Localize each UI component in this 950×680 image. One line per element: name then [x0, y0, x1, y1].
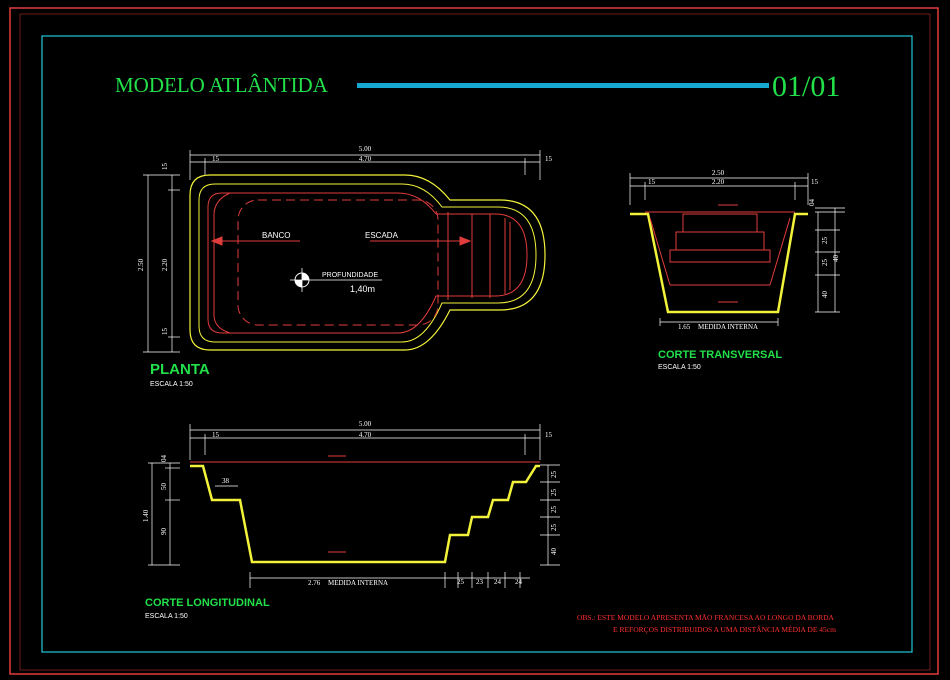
corte-longitudinal-view: 5.00 15 4.70 15 04 50 1.40 90 38 25 25 2… — [142, 420, 560, 620]
corte-transversal-view: 2.50 15 2.20 15 04 25 25 40 40 1.65 MEDI… — [629, 169, 845, 371]
longitudinal-dim-right-1: 25 — [550, 489, 558, 497]
longitudinal-section-yellow — [190, 464, 540, 564]
transversal-internal-measure: 1.65 — [678, 323, 691, 331]
longitudinal-dim-right-4: 40 — [550, 548, 558, 556]
planta-dim-height-bottom: 15 — [161, 328, 169, 336]
planta-dim-right: 15 — [545, 155, 553, 163]
longitudinal-dim-total: 5.00 — [359, 420, 372, 428]
transversal-title: CORTE TRANSVERSAL — [658, 349, 782, 361]
longitudinal-internal-label: MEDIDA INTERNA — [328, 579, 388, 587]
longitudinal-dim-140: 1.40 — [142, 509, 150, 522]
transversal-internal-label: MEDIDA INTERNA — [698, 323, 758, 331]
banco-shape — [213, 192, 250, 334]
label-escada: ESCADA — [365, 231, 399, 240]
transversal-steps — [649, 204, 791, 303]
transversal-dim-mid: 2.20 — [712, 178, 725, 186]
longitudinal-dim-38: 38 — [222, 477, 230, 485]
outer-frame — [9, 7, 939, 675]
pool-outline-inner — [198, 183, 537, 343]
escada-steps — [447, 212, 511, 300]
planta-dim-height-total: 2.50 — [137, 258, 145, 271]
transversal-dim-left: 15 — [648, 178, 656, 186]
transversal-dim-total: 2.50 — [712, 169, 725, 177]
notes-line-2: E REFORÇOS DISTRIBUIDOS A UMA DISTÂNCIA … — [613, 624, 836, 634]
planta-dim-total: 5.00 — [359, 145, 372, 153]
longitudinal-dim-04: 04 — [160, 455, 168, 463]
transversal-dim-25a: 25 — [821, 237, 829, 245]
label-profundidade: PROFUNDIDADE — [322, 272, 378, 279]
longitudinal-dim-left: 15 — [212, 431, 220, 439]
longitudinal-bottom-step-2: 24 — [494, 578, 502, 586]
longitudinal-dim-90: 90 — [160, 528, 168, 536]
drawing-title: MODELO ATLÂNTIDA — [115, 73, 329, 97]
planta-dim-left: 15 — [212, 155, 220, 163]
longitudinal-bottom-step-0: 25 — [457, 578, 465, 586]
longitudinal-dim-right-2: 25 — [550, 506, 558, 514]
planta-title: PLANTA — [150, 361, 210, 378]
planta-view: 5.00 15 4.70 15 2.50 15 2.20 15 — [137, 145, 553, 388]
planta-dim-height-mid: 2.20 — [161, 258, 169, 271]
label-banco: BANCO — [262, 231, 290, 240]
transversal-scale: ESCALA 1:50 — [658, 364, 701, 371]
longitudinal-dim-right-3: 25 — [550, 524, 558, 532]
title-bar — [357, 83, 769, 88]
transversal-section-yellow — [630, 212, 808, 314]
longitudinal-internal-measure: 2.76 — [308, 579, 321, 587]
transversal-dim-40a: 40 — [832, 255, 840, 263]
planta-scale: ESCALA 1:50 — [150, 381, 193, 388]
inner-frame — [41, 35, 913, 653]
transversal-dim-04: 04 — [808, 199, 816, 207]
longitudinal-bottom-step-3: 24 — [515, 578, 523, 586]
planta-dim-height-top: 15 — [161, 163, 169, 171]
pool-red-outline — [207, 192, 528, 334]
longitudinal-dim-right: 15 — [545, 431, 553, 439]
longitudinal-scale: ESCALA 1:50 — [145, 613, 188, 620]
sheet-number: 01/01 — [772, 70, 840, 103]
longitudinal-dim-mid: 4.70 — [359, 431, 372, 439]
outer-frame-inner — [19, 13, 931, 671]
depth-value: 1,40m — [350, 284, 375, 294]
longitudinal-title: CORTE LONGITUDINAL — [145, 597, 270, 609]
longitudinal-dim-right-0: 25 — [550, 471, 558, 479]
longitudinal-dim-50: 50 — [160, 483, 168, 491]
transversal-dim-25b: 25 — [821, 259, 829, 267]
planta-dim-mid: 4.70 — [359, 155, 372, 163]
longitudinal-bottom-step-1: 23 — [476, 578, 484, 586]
transversal-dim-40b: 40 — [821, 291, 829, 299]
depth-marker-icon — [290, 268, 382, 292]
pool-outline-outer — [189, 174, 546, 351]
notes-line-1: OBS.: ESTE MODELO APRESENTA MÃO FRANCESA… — [577, 612, 835, 622]
transversal-dim-right: 15 — [811, 178, 819, 186]
